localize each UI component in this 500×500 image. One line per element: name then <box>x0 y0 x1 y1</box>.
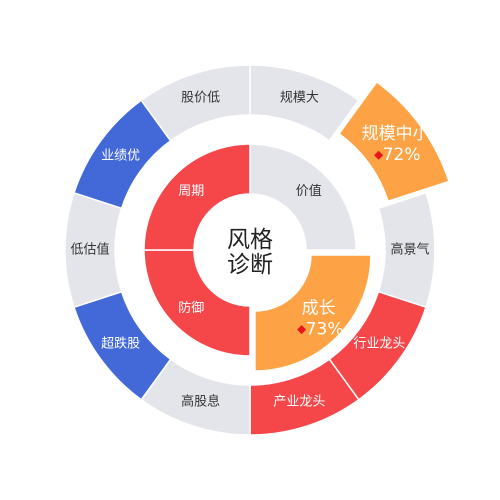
outer-segment-2[interactable] <box>338 80 450 203</box>
outer-label-9: 业绩优 <box>101 149 140 164</box>
inner-label-3: 防御 <box>178 300 204 316</box>
inner-marker-icon-2 <box>297 325 307 335</box>
inner-segment-4[interactable] <box>143 143 251 251</box>
outer-label-10: 股价低 <box>181 90 220 105</box>
outer-label-8: 低估值 <box>70 242 109 258</box>
center-title-line2: 诊断 <box>227 252 273 278</box>
center-title: 风格 诊断 <box>227 227 273 278</box>
inner-label-2: 成长 <box>302 299 336 319</box>
outer-label-2: 规模中小 <box>362 124 430 144</box>
outer-label-4: 行业龙头 <box>353 337 405 352</box>
outer-label-6: 高股息 <box>181 394 220 410</box>
outer-label-5: 产业龙头 <box>273 395 325 410</box>
center-title-line1: 风格 <box>227 227 273 253</box>
outer-label-3: 高景气 <box>390 242 429 258</box>
outer-percent-2: 72% <box>383 145 421 165</box>
outer-segment-10[interactable] <box>140 64 251 142</box>
inner-segment-2[interactable] <box>254 254 372 372</box>
inner-segment-3[interactable] <box>143 249 251 357</box>
inner-percent-2: 73% <box>306 320 344 340</box>
outer-label-1: 规模大 <box>280 90 319 105</box>
inner-segment-1[interactable] <box>249 143 357 251</box>
inner-label-1: 价值 <box>296 183 322 199</box>
outer-marker-icon-2 <box>374 150 384 160</box>
outer-segment-1[interactable] <box>249 64 360 142</box>
inner-label-4: 周期 <box>178 184 204 199</box>
outer-label-7: 超跌股 <box>101 336 140 352</box>
